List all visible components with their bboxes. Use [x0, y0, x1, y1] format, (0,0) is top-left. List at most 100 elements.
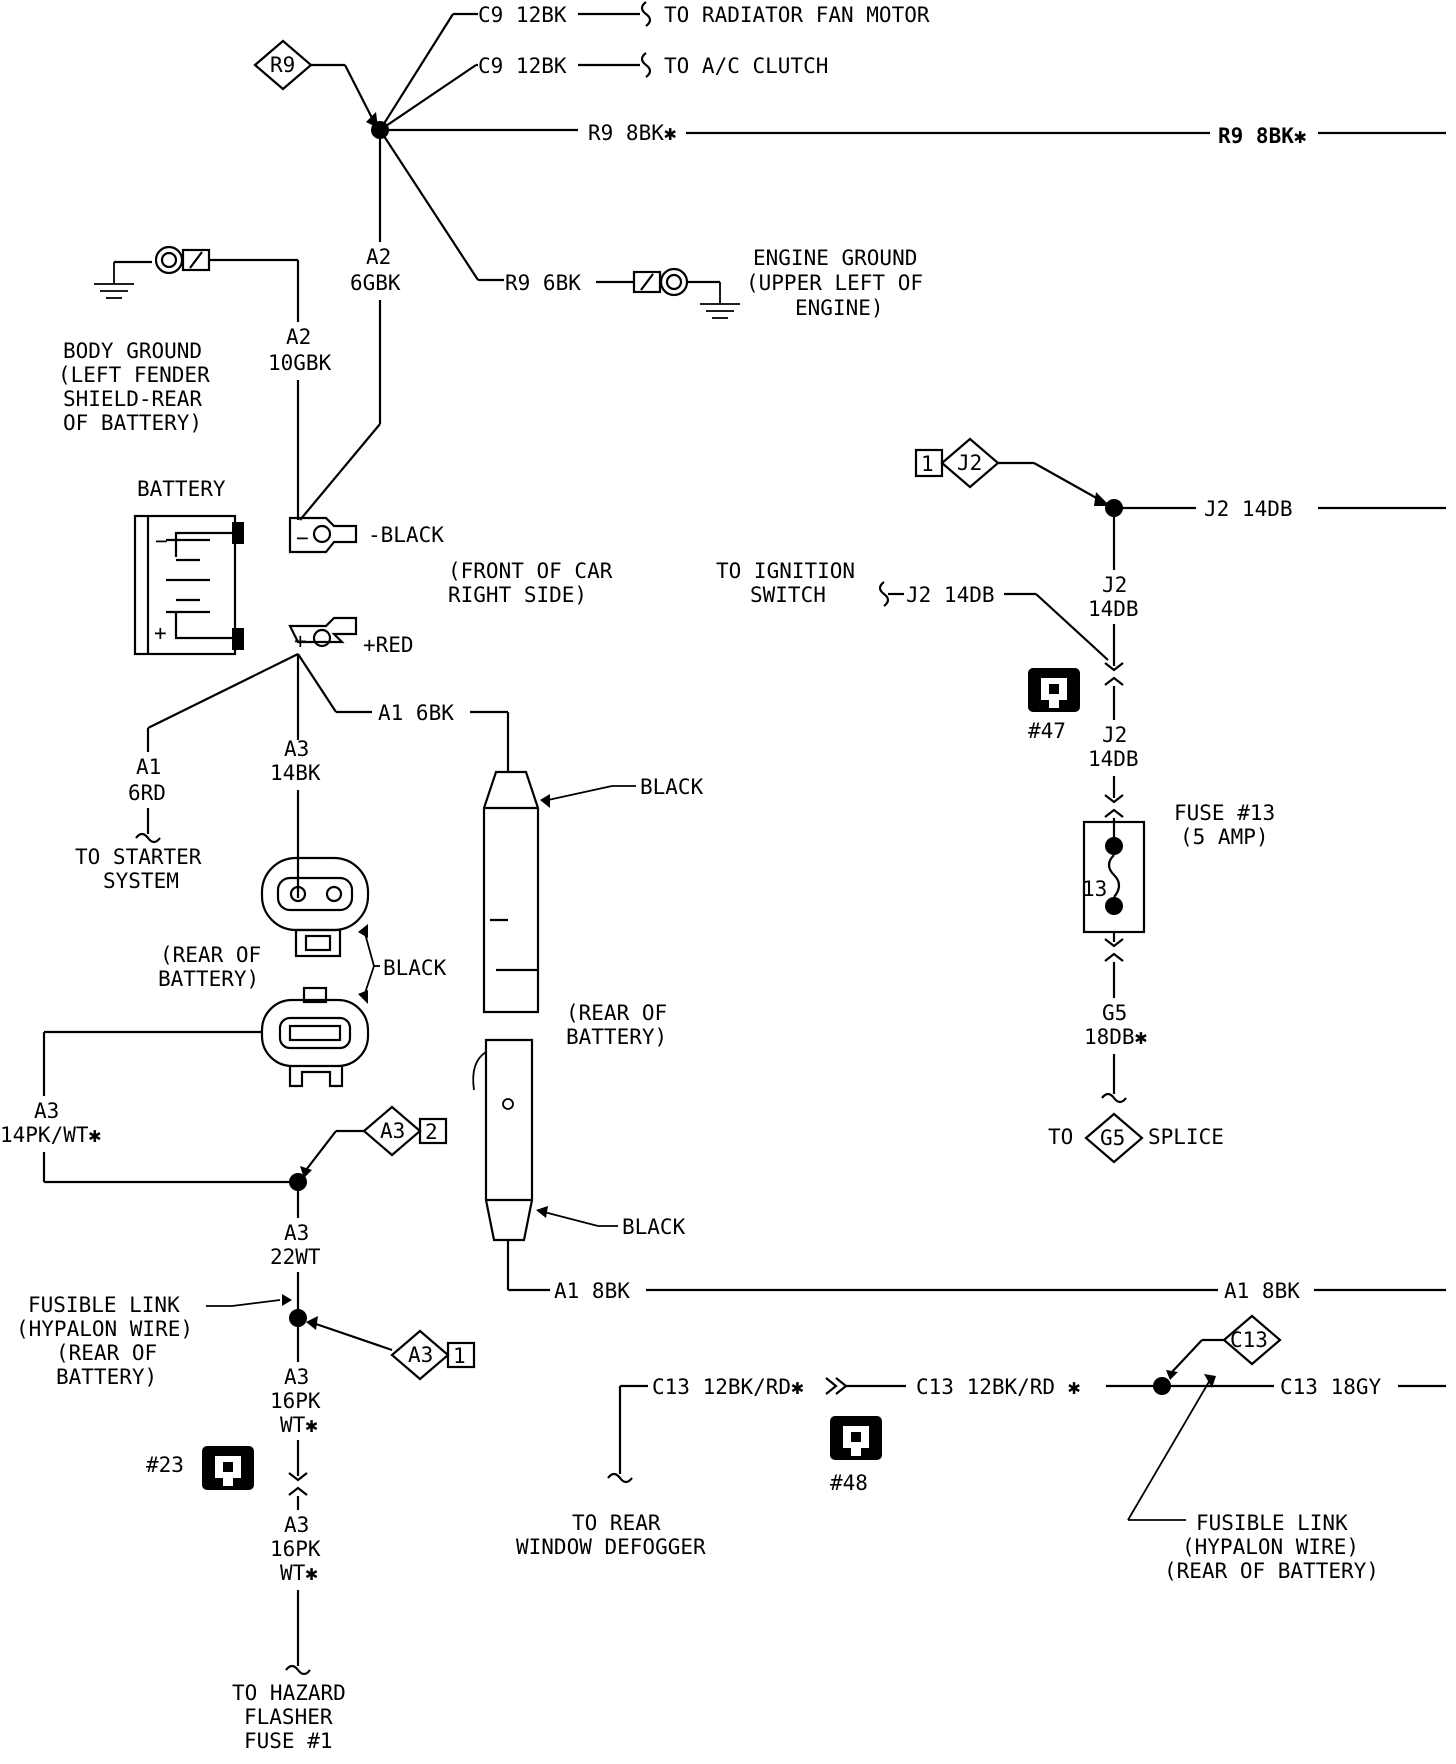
wire-label-g5-1: G5 — [1102, 1001, 1127, 1025]
dest-body-ground-1: BODY GROUND — [63, 339, 202, 363]
wire-label-a3-16pk-b-3: WT✱ — [280, 1561, 318, 1585]
splice-g5-label: G5 — [1100, 1126, 1125, 1150]
dest-engine-ground-2: (UPPER LEFT OF — [746, 271, 923, 295]
wire-label-a3-14pkwt-1: A3 — [34, 1099, 59, 1123]
fusible-link-left-1: FUSIBLE LINK — [28, 1293, 180, 1317]
black-connector-label: BLACK — [383, 956, 447, 980]
splice-a3-bot-label: A3 — [408, 1343, 433, 1367]
rear-of-battery-left-2: BATTERY) — [158, 967, 259, 991]
black-boot-bottom-label: BLACK — [622, 1215, 686, 1239]
wire-label-a3-14pkwt-2: 14PK/WT✱ — [0, 1123, 102, 1147]
wire-label-a2-10gbk-1: A2 — [286, 325, 311, 349]
wire-label-a1-6rd-2: 6RD — [128, 781, 166, 805]
battery-label: BATTERY — [137, 477, 226, 501]
front-of-car-1: (FRONT OF CAR — [448, 559, 613, 583]
dest-defogger-2: WINDOW DEFOGGER — [516, 1535, 706, 1559]
fuse-13-number: 13 — [1082, 877, 1107, 901]
rear-of-battery-mid-2: BATTERY) — [566, 1025, 667, 1049]
dest-ac-clutch: TO A/C CLUTCH — [664, 54, 828, 78]
wire-label-j2-ign: J2 14DB — [906, 583, 995, 607]
body-ground-group: A2 10GBK BODY GROUND (LEFT FENDER SHIELD… — [58, 245, 332, 520]
dest-ignition-1: TO IGNITION — [716, 559, 855, 583]
dest-starter-1: TO STARTER — [75, 845, 202, 869]
pos-terminal-label: +RED — [363, 633, 414, 657]
battery-pos-sign: + — [154, 621, 167, 645]
wire-label-a3-14bk-2: 14BK — [270, 761, 321, 785]
dest-body-ground-2: (LEFT FENDER — [58, 363, 210, 387]
fusible-link-right-2: (HYPALON WIRE) — [1182, 1535, 1359, 1559]
wire-label-c13-rd-right: C13 12BK/RD ✱ — [916, 1375, 1081, 1399]
wire-label-j2-v1-1: J2 — [1102, 573, 1127, 597]
wire-label-a1-8bk-left: A1 8BK — [554, 1279, 630, 1303]
fuse-13-label-1: FUSE #13 — [1174, 801, 1275, 825]
fusible-link-left-2: (HYPALON WIRE) — [16, 1317, 193, 1341]
connector-47-label: #47 — [1028, 719, 1066, 743]
wire-label-a1-6bk: A1 6BK — [378, 701, 454, 725]
dest-hazard-3: FUSE #1 — [244, 1729, 333, 1753]
wire-label-j2-v2-1: J2 — [1102, 723, 1127, 747]
battery-neg-sign: − — [155, 529, 168, 553]
splice-a3-top-num: 2 — [425, 1120, 438, 1144]
wire-label-r9-6bk: R9 6BK — [505, 271, 581, 295]
fusible-link-right-3: (REAR OF BATTERY) — [1164, 1559, 1379, 1583]
dest-engine-ground-1: ENGINE GROUND — [753, 246, 917, 270]
rear-of-battery-left-1: (REAR OF — [160, 943, 261, 967]
wire-label-c13-rd-left: C13 12BK/RD✱ — [652, 1375, 804, 1399]
wire-label-r9-8bk: R9 8BK✱ — [588, 121, 677, 145]
wire-label-a2-10gbk-2: 10GBK — [268, 351, 332, 375]
dest-radiator-fan: TO RADIATOR FAN MOTOR — [664, 3, 930, 27]
splice-j2-num: 1 — [921, 452, 934, 476]
splice-j2-label: J2 — [957, 451, 982, 475]
dest-hazard-1: TO HAZARD — [232, 1681, 346, 1705]
wire-label-a3-16pk-b-2: 16PK — [270, 1537, 321, 1561]
wire-label-a2-6gbk-1: A2 — [366, 245, 391, 269]
dest-body-ground-3: SHIELD-REAR — [63, 387, 202, 411]
rear-of-battery-mid-1: (REAR OF — [566, 1001, 667, 1025]
neg-clamp-sign: − — [296, 526, 309, 550]
dest-engine-ground-3: ENGINE) — [795, 296, 884, 320]
battery-group: BATTERY − + − -BLACK + +RED (FRONT OF CA… — [133, 477, 613, 657]
wire-label-g5-2: 18DB✱ — [1084, 1025, 1148, 1049]
front-of-car-2: RIGHT SIDE) — [448, 583, 587, 607]
j2-fuse-group: 1 J2 J2 14DB J2 14DB TO IGNITION SWITCH … — [716, 437, 1446, 1164]
neg-terminal-label: -BLACK — [368, 523, 444, 547]
wire-label-a3-22wt-1: A3 — [284, 1221, 309, 1245]
wire-label-c13-18gy: C13 18GY — [1280, 1375, 1382, 1399]
fusible-link-left-4: BATTERY) — [56, 1365, 157, 1389]
a1-boot-group: BLACK (REAR OF BATTERY) BLACK A1 8BK A1 … — [472, 770, 1446, 1303]
fuse-13-label-2: (5 AMP) — [1180, 825, 1269, 849]
wire-label-a3-16pk-b-1: A3 — [284, 1513, 309, 1537]
positive-wiring-group: A1 6RD TO STARTER SYSTEM A1 6BK A3 14BK … — [0, 653, 510, 1753]
wire-label-r9-8bk-right: R9 8BK✱ — [1218, 124, 1307, 148]
wire-label-j2-v1-2: 14DB — [1088, 597, 1139, 621]
c13-group: C13 12BK/RD✱ C13 12BK/RD ✱ TO REAR WINDO… — [516, 1314, 1446, 1583]
wire-label-j2-v2-2: 14DB — [1088, 747, 1139, 771]
dest-body-ground-4: OF BATTERY) — [63, 411, 202, 435]
dest-g5-splice: SPLICE — [1148, 1125, 1224, 1149]
r9-splice-group: C9 12BK TO RADIATOR FAN MOTOR C9 12BK TO… — [253, 1, 1446, 521]
wire-label-a3-22wt-2: 22WT — [270, 1245, 321, 1269]
wire-label-a1-8bk-right: A1 8BK — [1224, 1279, 1300, 1303]
splice-r9-label: R9 — [270, 53, 295, 77]
wire-label-c9-ac: C9 12BK — [478, 54, 567, 78]
splice-a3-bot-num: 1 — [453, 1344, 466, 1368]
connector-48-label: #48 — [830, 1471, 868, 1495]
wire-label-a3-14bk-1: A3 — [284, 737, 309, 761]
wire-label-a2-6gbk-2: 6GBK — [350, 271, 401, 295]
dest-hazard-2: FLASHER — [244, 1705, 333, 1729]
wire-label-a3-16pk-a-3: WT✱ — [280, 1413, 318, 1437]
wire-label-a3-16pk-a-2: 16PK — [270, 1389, 321, 1413]
wire-label-c9-fan: C9 12BK — [478, 3, 567, 27]
wire-label-a1-6rd-1: A1 — [136, 755, 161, 779]
wire-label-j2-top: J2 14DB — [1204, 497, 1293, 521]
splice-c13-label: C13 — [1230, 1328, 1268, 1352]
dest-g5-to: TO — [1048, 1125, 1073, 1149]
dest-defogger-1: TO REAR — [572, 1511, 661, 1535]
dest-starter-2: SYSTEM — [103, 869, 179, 893]
fusible-link-right-1: FUSIBLE LINK — [1196, 1511, 1348, 1535]
fusible-link-left-3: (REAR OF — [56, 1341, 157, 1365]
connector-23-label: #23 — [146, 1453, 184, 1477]
splice-a3-top-label: A3 — [380, 1119, 405, 1143]
pos-clamp-sign: + — [294, 629, 307, 653]
